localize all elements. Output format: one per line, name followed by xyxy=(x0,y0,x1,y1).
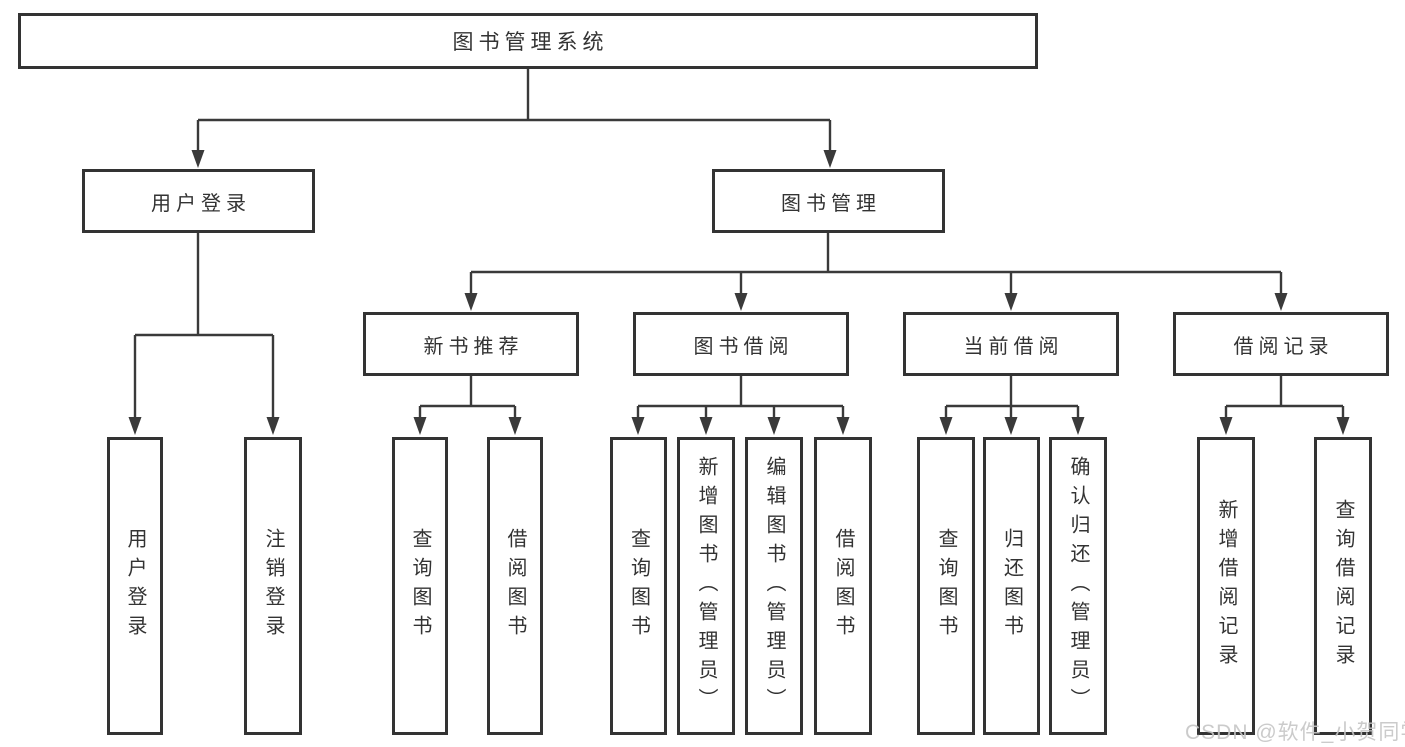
node-leaf-borrow-books: 借阅图书 xyxy=(814,437,872,735)
node-new-book-recommend: 新书推荐 xyxy=(363,312,579,376)
node-user-login: 用户登录 xyxy=(82,169,315,233)
leaf-label: 新增图书（管理员） xyxy=(695,455,717,717)
node-book-management: 图书管理 xyxy=(712,169,945,233)
node-current-borrow: 当前借阅 xyxy=(903,312,1119,376)
leaf-label: 新增借阅记录 xyxy=(1215,499,1237,673)
node-leaf-edit-books-admin: 编辑图书（管理员） xyxy=(745,437,803,735)
connector-book-management-children xyxy=(464,233,1288,311)
leaf-label: 查询借阅记录 xyxy=(1332,499,1354,673)
node-book-borrow: 图书借阅 xyxy=(633,312,849,376)
leaf-label: 用户登录 xyxy=(124,528,146,644)
node-borrow-records: 借阅记录 xyxy=(1173,312,1389,376)
leaf-label: 查询图书 xyxy=(935,528,957,644)
node-leaf-query-books-recommend: 查询图书 xyxy=(392,437,448,735)
node-root-system: 图书管理系统 xyxy=(18,13,1038,69)
leaf-label: 查询图书 xyxy=(409,528,431,644)
node-leaf-query-books-borrow: 查询图书 xyxy=(610,437,667,735)
node-leaf-user-login: 用户登录 xyxy=(107,437,163,735)
node-leaf-add-books-admin: 新增图书（管理员） xyxy=(677,437,735,735)
connector-borrow-record-children xyxy=(1219,376,1350,435)
leaf-label: 归还图书 xyxy=(1000,528,1023,644)
csdn-watermark: CSDN @软件_小贺同学 xyxy=(1185,721,1405,744)
connector-current-borrow-children xyxy=(939,376,1085,435)
connector-root-to-level2 xyxy=(191,68,837,168)
node-leaf-query-borrow-record: 查询借阅记录 xyxy=(1314,437,1372,735)
leaf-label: 借阅图书 xyxy=(832,528,854,644)
node-leaf-borrow-books-recommend: 借阅图书 xyxy=(487,437,543,735)
node-leaf-confirm-return-admin: 确认归还（管理员） xyxy=(1049,437,1107,735)
node-leaf-return-books: 归还图书 xyxy=(983,437,1040,735)
leaf-label: 查询图书 xyxy=(627,528,650,644)
node-leaf-add-borrow-record: 新增借阅记录 xyxy=(1197,437,1255,735)
connector-book-borrow-children xyxy=(631,376,850,435)
node-leaf-query-books-current: 查询图书 xyxy=(917,437,975,735)
node-leaf-logout: 注销登录 xyxy=(244,437,302,735)
leaf-label: 编辑图书（管理员） xyxy=(763,455,785,717)
leaf-label: 借阅图书 xyxy=(504,528,526,644)
leaf-label: 确认归还（管理员） xyxy=(1067,455,1089,717)
leaf-label: 注销登录 xyxy=(262,528,284,644)
connector-user-login-children xyxy=(128,233,280,435)
connector-new-book-children xyxy=(413,376,522,435)
